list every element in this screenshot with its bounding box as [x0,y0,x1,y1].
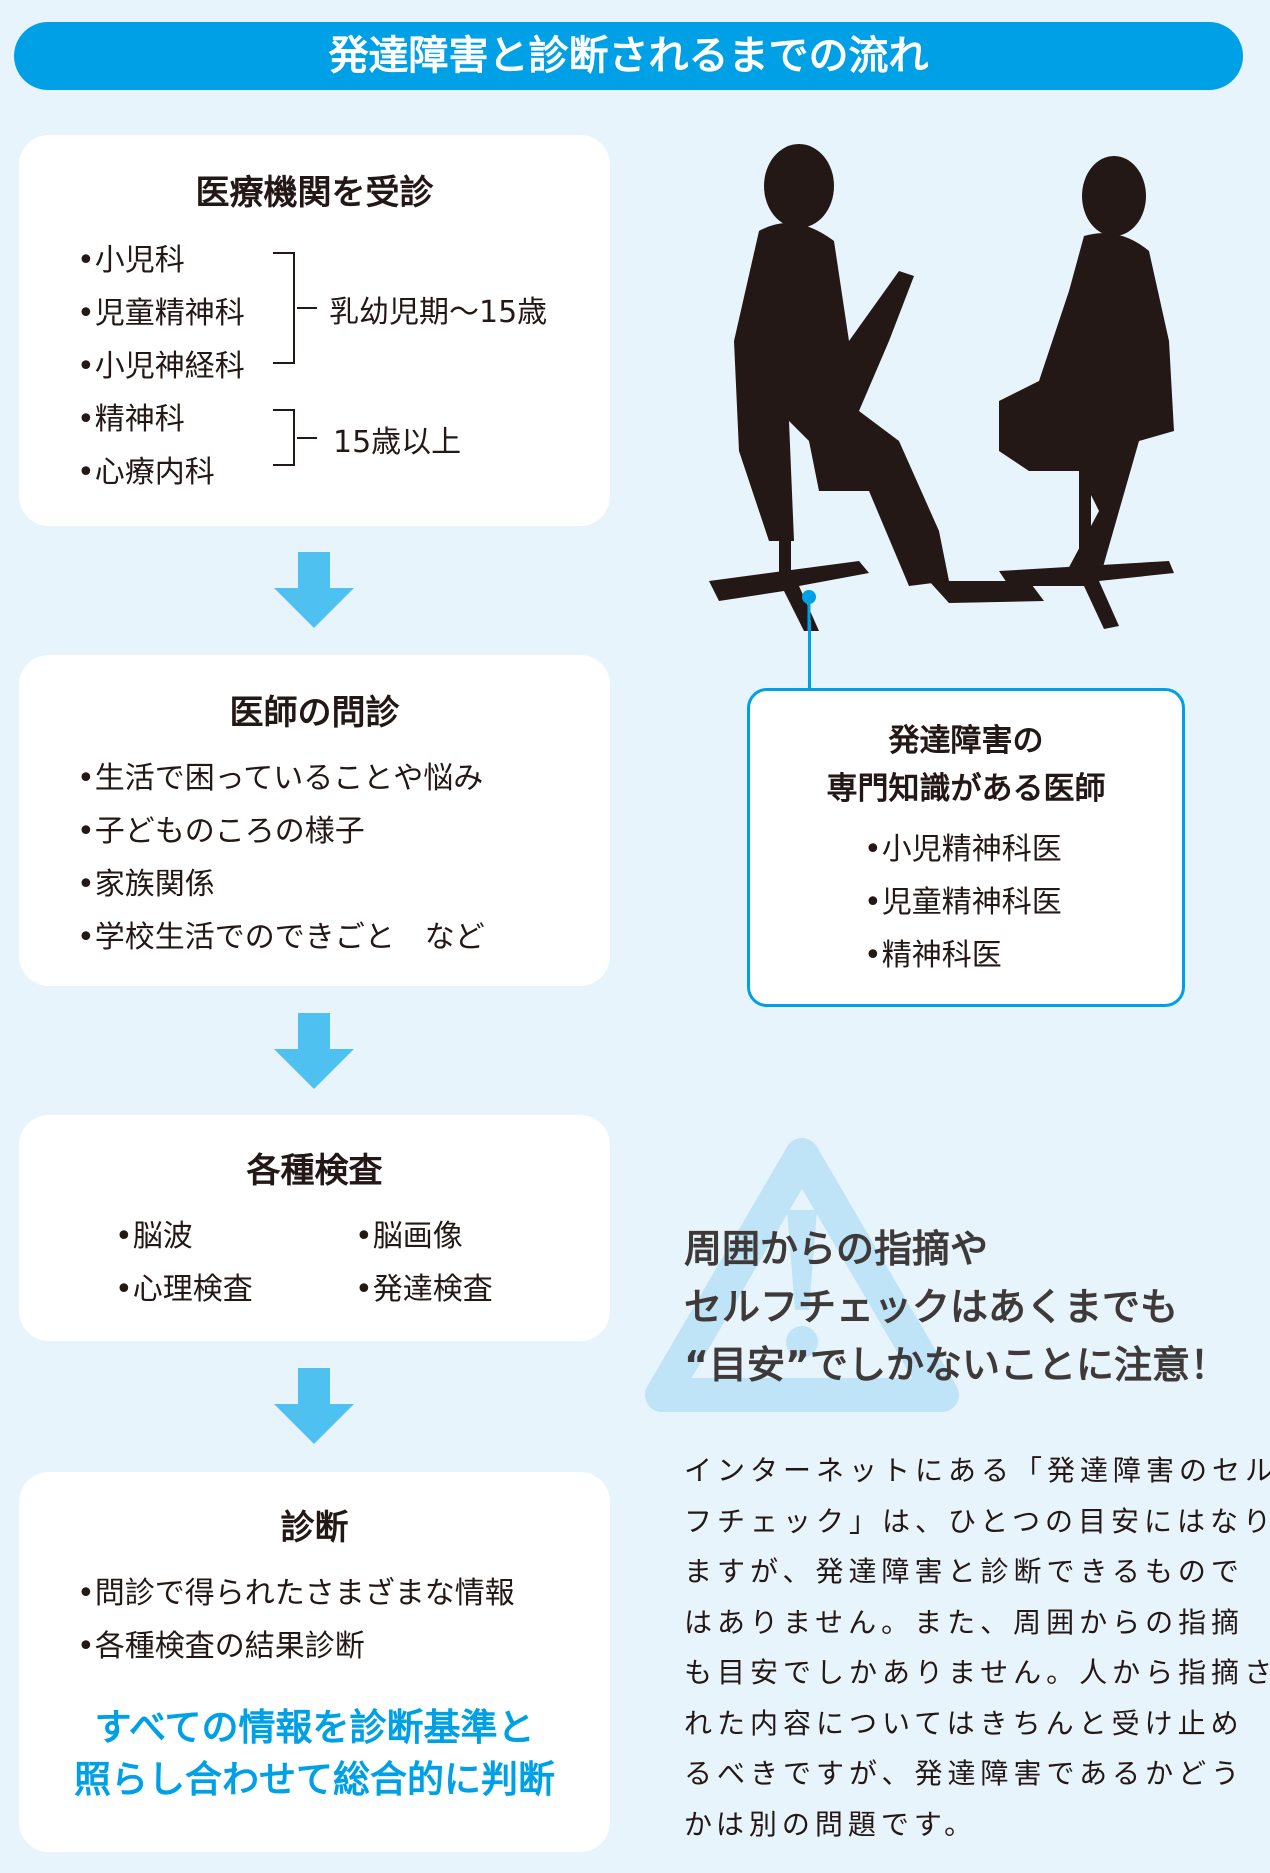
list-item: •児童精神科 [77,296,245,331]
warning-heading: 周囲からの指摘や セルフチェックはあくまでも “目安”でしかないことに注意！ [684,1220,1228,1394]
page-title: 発達障害と診断されるまでの流れ [14,22,1243,90]
warning-body: インターネットにある「発達障害のセル フチェック」は、ひとつの目安にはなり ます… [684,1446,1270,1850]
step2-heading: 医師の問診 [229,693,400,733]
conclusion-line: 照らし合わせて総合的に判断 [74,1758,555,1801]
list-item: •小児精神科医 [864,832,1062,867]
list-item: •発達検査 [355,1272,493,1307]
step-diagnosis: 診断 •問診で得られたさまざまな情報 •各種検査の結果診断 すべての情報を診断基… [19,1472,610,1852]
list-item: •精神科 [77,402,185,437]
conclusion-line: すべての情報を診断基準と [94,1706,535,1749]
age-group-label: 乳幼児期〜15歳 [329,295,548,330]
list-item: •家族関係 [77,867,215,902]
body-line: かは別の問題です。 [684,1807,978,1841]
list-item: •問診で得られたさまざまな情報 [77,1576,515,1611]
body-line: れた内容についてはきちんと受け止め [684,1706,1244,1740]
body-line: インターネットにある「発達障害のセル [684,1454,1270,1487]
body-line: るべきですが、発達障害であるかどう [684,1757,1245,1790]
doctor-heading-line: 専門知識がある医師 [826,771,1106,807]
body-line: はありません。また、周囲からの指摘 [684,1605,1245,1639]
list-item: •小児科 [77,243,185,278]
step-tests: 各種検査 •脳波 •脳画像 •心理検査 •発達検査 [19,1115,610,1341]
list-item: •子どものころの様子 [77,814,365,849]
bracket-tick [297,307,317,309]
bracket [273,252,295,364]
list-item: •児童精神科医 [864,885,1062,920]
warning-heading-line: “目安”でしかないことに注意！ [684,1343,1228,1387]
list-item: •脳画像 [355,1219,463,1254]
warning-triangle-icon [645,1138,959,1412]
body-line: フチェック」は、ひとつの目安にはなり [684,1504,1270,1538]
warning-heading-line: 周囲からの指摘や [684,1227,989,1271]
step1-heading: 医療機関を受診 [195,173,434,213]
bracket-tick [297,437,317,439]
step-interview: 医師の問診 •生活で困っていることや悩み •子どものころの様子 •家族関係 •学… [19,655,610,986]
connector-line [808,620,811,690]
doctor-heading: 発達障害の 専門知識がある医師 [750,717,1182,813]
list-item: •心療内科 [77,455,215,490]
step3-heading: 各種検査 [246,1151,383,1191]
step4-heading: 診断 [280,1508,349,1548]
list-item: •小児神経科 [77,349,245,384]
list-item: •各種検査の結果診断 [77,1629,365,1664]
doctor-heading-line: 発達障害の [888,723,1044,759]
warning-heading-line: セルフチェックはあくまでも [684,1285,1179,1329]
age-group-label: 15歳以上 [333,425,462,460]
list-item: •精神科医 [864,938,1002,973]
arrow-down-icon [274,1368,354,1444]
list-item: •学校生活でのできごと など [77,920,485,955]
bracket [273,409,295,466]
arrow-down-icon [274,1013,354,1089]
step-medical-visit: 医療機関を受診 •小児科 •児童精神科 •小児神経科 •精神科 •心療内科 乳幼… [19,135,610,526]
body-line: も目安でしかありません。人から指摘さ [684,1656,1270,1689]
list-item: •心理検査 [115,1272,253,1307]
list-item: •脳波 [115,1219,193,1254]
body-line: ますが、発達障害と診断できるもので [684,1555,1244,1588]
list-item: •生活で困っていることや悩み [77,761,484,796]
specialist-doctor-box: 発達障害の 専門知識がある医師 •小児精神科医 •児童精神科医 •精神科医 [747,688,1185,1007]
arrow-down-icon [274,552,354,628]
doctor-patient-silhouette-icon [709,144,1174,631]
